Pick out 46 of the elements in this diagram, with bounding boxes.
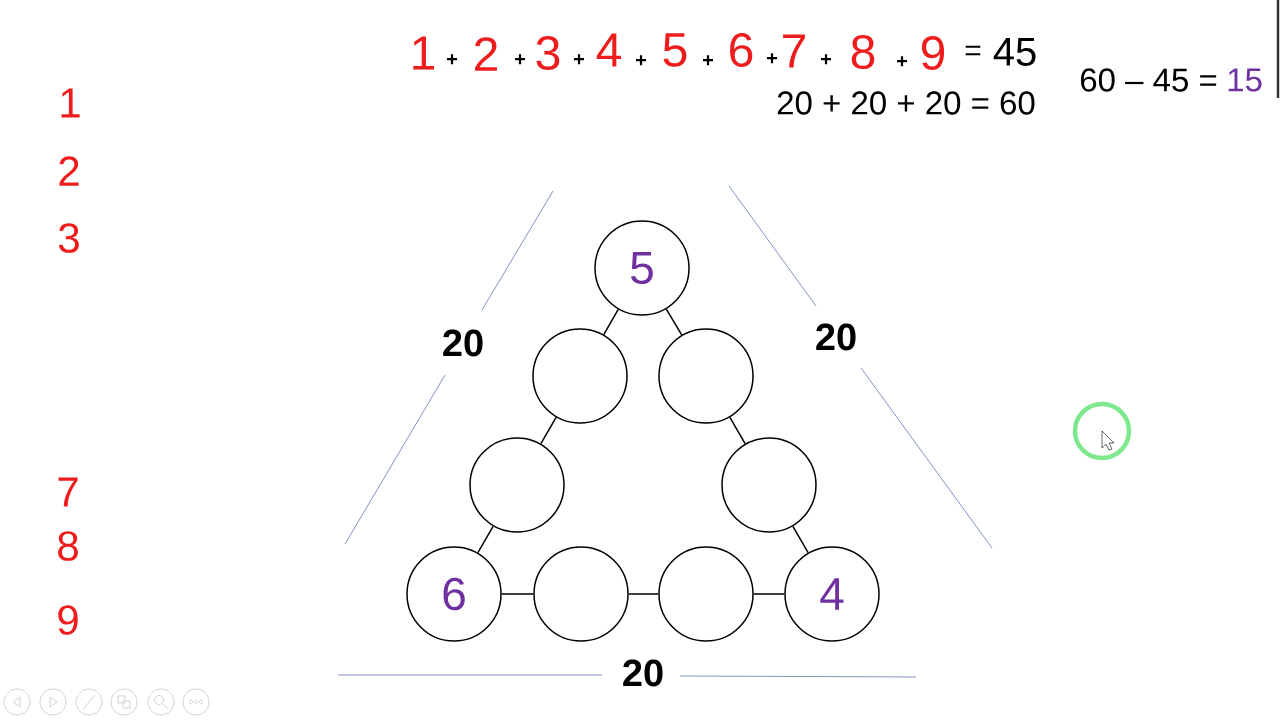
plus-sign: + bbox=[515, 54, 526, 65]
connector-line bbox=[540, 416, 557, 445]
result-value: 15 bbox=[1228, 68, 1262, 92]
equation: 20 + 20 + 20 = 60 bbox=[777, 91, 1035, 115]
number-label: 8 bbox=[58, 531, 78, 561]
plus-sign: + bbox=[703, 55, 714, 66]
empty-circle bbox=[469, 437, 565, 533]
equals-sign: = bbox=[965, 45, 981, 56]
empty-circle bbox=[533, 546, 629, 642]
connector-line bbox=[501, 593, 534, 595]
connector-line bbox=[665, 308, 683, 336]
connector-line bbox=[729, 416, 746, 445]
side-sum-label: 20 bbox=[443, 329, 483, 357]
connector-line bbox=[753, 593, 785, 595]
plus-sign: + bbox=[897, 56, 908, 67]
empty-circle bbox=[658, 546, 754, 642]
equation-term: 9 bbox=[921, 36, 945, 70]
equation-term: 2 bbox=[475, 37, 497, 71]
side-sum-label: 20 bbox=[816, 323, 856, 351]
plus-sign: + bbox=[821, 54, 832, 65]
connector-line bbox=[477, 525, 494, 554]
plus-sign: + bbox=[767, 53, 778, 64]
equation-term: 6 bbox=[730, 33, 753, 67]
equation-term: 8 bbox=[851, 35, 875, 69]
equation-term: 7 bbox=[783, 34, 805, 68]
number-label: 2 bbox=[59, 156, 79, 186]
equation-term: 5 bbox=[663, 33, 687, 67]
number-label: 7 bbox=[58, 477, 78, 507]
equation-term: 4 bbox=[596, 33, 621, 67]
equation-term: 1 bbox=[413, 36, 434, 70]
connector-line bbox=[603, 308, 619, 336]
sum-value: 45 bbox=[993, 38, 1036, 66]
empty-circle bbox=[658, 328, 754, 424]
empty-circle bbox=[532, 328, 628, 424]
side-sum-label: 20 bbox=[623, 659, 663, 687]
equation-term: 3 bbox=[536, 36, 560, 70]
plus-sign: + bbox=[574, 54, 585, 65]
plus-sign: + bbox=[447, 54, 458, 65]
empty-circle bbox=[721, 437, 817, 533]
number-label: 1 bbox=[61, 88, 80, 118]
number-label: 3 bbox=[58, 223, 79, 253]
plus-sign: + bbox=[636, 55, 647, 66]
number-label: 9 bbox=[58, 605, 78, 635]
equation: 60 – 45 = bbox=[1080, 68, 1217, 92]
connector-line bbox=[792, 525, 809, 554]
connector-line bbox=[628, 593, 659, 595]
